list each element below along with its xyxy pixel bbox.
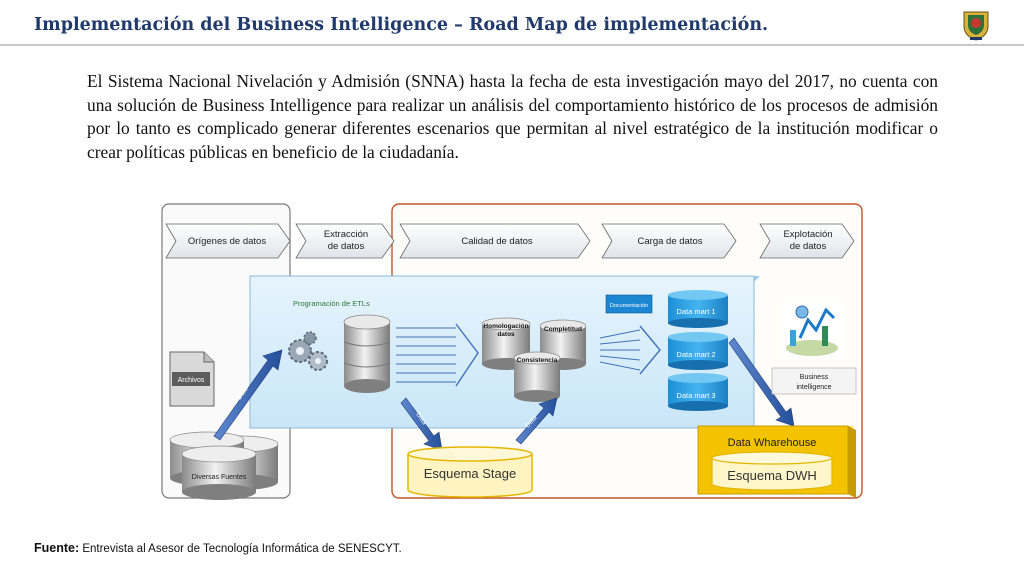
stage-calidad xyxy=(399,223,591,259)
gears-icon xyxy=(288,331,328,371)
source-text: Entrevista al Asesor de Tecnología Infor… xyxy=(82,543,402,555)
files-icon: Archivos xyxy=(169,351,215,407)
data-mart-2-label: Data mart 2 xyxy=(676,350,715,359)
documentation-tag xyxy=(605,294,653,314)
consistency-label: Consistencia xyxy=(517,357,558,364)
svg-text:datos: datos xyxy=(497,331,515,338)
consistency-db-icon: Consistencia xyxy=(513,351,561,402)
flow-arrows-1 xyxy=(396,323,479,387)
source-citation: Fuente: Entrevista al Asesor de Tecnolog… xyxy=(34,541,402,555)
stage-carga xyxy=(601,223,737,259)
svg-text:intelligence: intelligence xyxy=(796,384,831,391)
slide-title: Implementación del Business Intelligence… xyxy=(34,15,769,35)
stage-extraccion-label-1: Extracción xyxy=(324,229,368,240)
stage-schema-label: Esquema Stage xyxy=(424,466,517,481)
data-mart-3-label: Data mart 3 xyxy=(676,391,715,400)
stage-explotacion-label-1: Explotación xyxy=(783,229,832,240)
stage-origenes-label: Orígenes de datos xyxy=(188,236,266,247)
various-sources-label: Diversas Fuentes xyxy=(192,474,247,481)
university-crest-icon xyxy=(963,11,989,41)
stage-chevrons: Orígenes de datos Extracción de datos Ca… xyxy=(165,223,855,259)
data-mart-3: Data mart 3 xyxy=(668,373,728,411)
business-intelligence-icon: Business intelligence xyxy=(771,302,857,395)
warehouse-title: Data Wharehouse xyxy=(728,437,817,449)
svg-text:Business: Business xyxy=(800,374,829,381)
stage-calidad-label: Calidad de datos xyxy=(461,236,533,247)
bi-roadmap-diagram: Orígenes de datos Extracción de datos Ca… xyxy=(161,203,863,500)
title-divider xyxy=(0,44,1024,46)
various-sources-db-icon: Diversas Fuentes xyxy=(169,431,279,500)
stage-extraccion xyxy=(295,223,395,259)
source-label: Fuente: xyxy=(34,541,80,555)
etl-database-icon xyxy=(343,314,391,393)
files-label: Archivos xyxy=(178,377,205,384)
data-warehouse: Data Wharehouse Esquema DWH xyxy=(697,425,856,498)
data-mart-1-label: Data mart 1 xyxy=(676,307,715,316)
completeness-label: Completitud xyxy=(544,326,582,333)
stage-explotacion xyxy=(759,223,855,259)
stage-schema-db: Esquema Stage xyxy=(407,446,533,498)
data-mart-1: Data mart 1 xyxy=(668,290,728,328)
intro-paragraph: El Sistema Nacional Nivelación y Admisió… xyxy=(87,71,938,162)
stage-carga-label: Carga de datos xyxy=(638,236,703,247)
documentation-label: Documentación xyxy=(610,303,648,309)
svg-text:Homologación: Homologación xyxy=(483,323,528,330)
data-mart-2: Data mart 2 xyxy=(668,332,728,370)
flow-arrows-2 xyxy=(599,325,661,375)
stage-extraccion-label-2: de datos xyxy=(328,241,365,252)
stage-origenes xyxy=(165,223,291,259)
data-arrow-sources: Data xyxy=(213,349,283,441)
stage-explotacion-label-2: de datos xyxy=(790,241,827,252)
etl-label: Programación de ETLs xyxy=(293,299,370,308)
warehouse-schema-label: Esquema DWH xyxy=(727,468,817,483)
